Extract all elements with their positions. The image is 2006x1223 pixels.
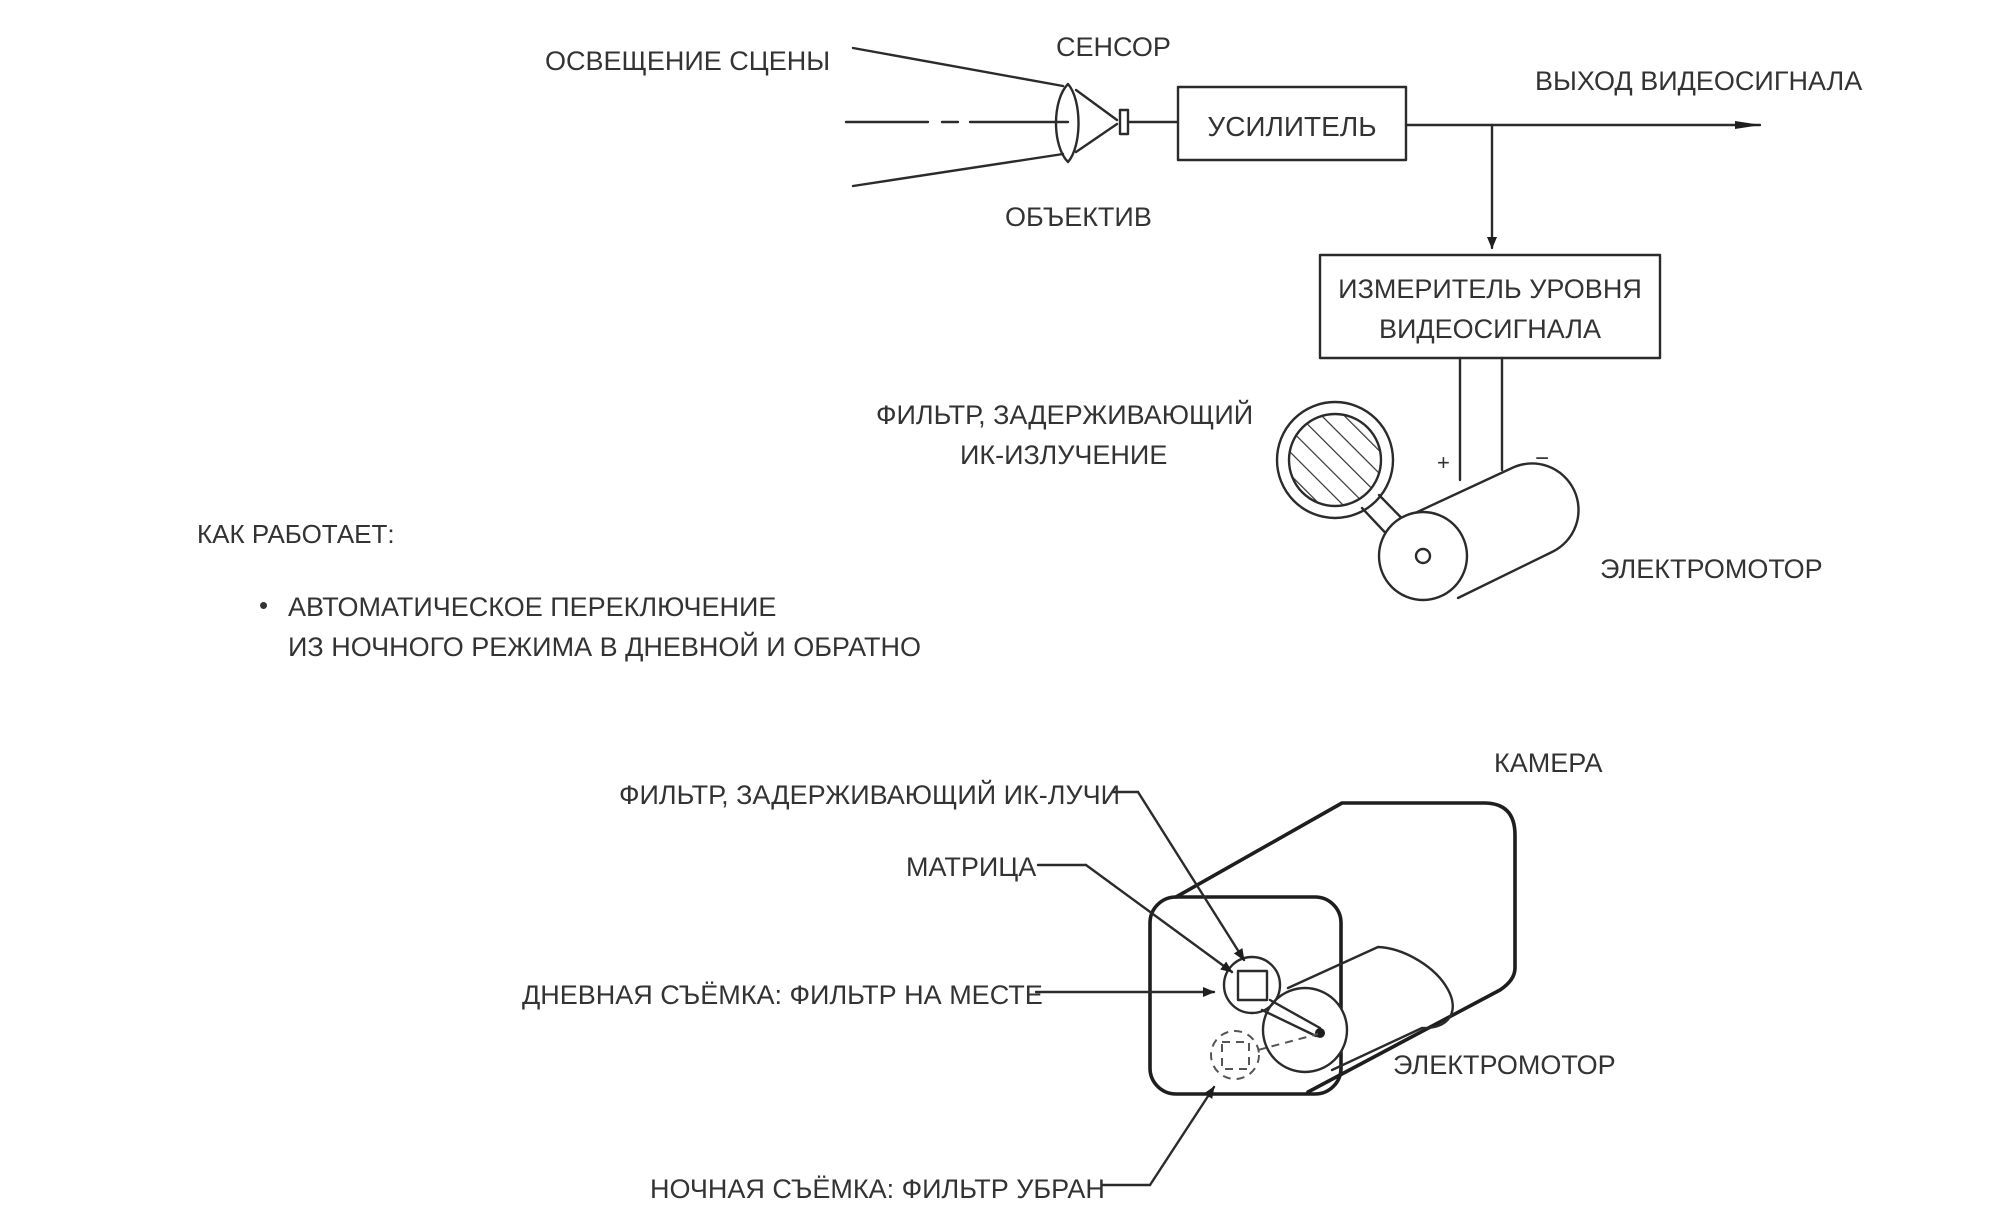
motor-cylinder-icon: [1377, 462, 1580, 602]
ir-filter-label-line2: ИК-ИЗЛУЧЕНИЕ: [960, 440, 1167, 470]
matrix-square-icon: [1236, 969, 1269, 1002]
amplifier-label: УСИЛИТЕЛЬ: [1207, 111, 1376, 142]
day-mode-label: ДНЕВНАЯ СЪЁМКА: ФИЛЬТР НА МЕСТЕ: [522, 980, 1043, 1010]
ir-filter-disc-icon: [1275, 400, 1395, 520]
light-path-group: [844, 46, 1180, 188]
matrix-label: МАТРИЦА: [906, 852, 1036, 882]
bullet-text-line2: ИЗ НОЧНОГО РЕЖИМА В ДНЕВНОЙ И ОБРАТНО: [288, 631, 921, 662]
camera-label: КАМЕРА: [1494, 748, 1602, 778]
light-ray-lower: [851, 152, 1065, 188]
sensor-label: СЕНСОР: [1056, 32, 1171, 62]
scene-illumination-label: ОСВЕЩЕНИЕ СЦЕНЫ: [545, 46, 830, 76]
amplifier-box: [1176, 85, 1408, 162]
lens-icon: [1054, 82, 1080, 164]
minus-sign: −: [1535, 445, 1549, 472]
level-meter-box: [1318, 253, 1662, 360]
ir-filter-label-line1: ФИЛЬТР, ЗАДЕРЖИВАЮЩИЙ: [876, 399, 1253, 430]
bullet-icon: •: [259, 590, 268, 620]
bullet-text-line1: АВТОМАТИЧЕСКОЕ ПЕРЕКЛЮЧЕНИЕ: [288, 592, 776, 622]
plus-sign: +: [1437, 450, 1450, 475]
night-mode-leader-arrow: [1148, 1085, 1216, 1187]
matrix-leader-arrow: [1084, 863, 1234, 974]
light-ray-upper: [851, 46, 1065, 88]
focus-ray-upper: [1074, 88, 1119, 122]
ir-cut-filter-label: ФИЛЬТР, ЗАДЕРЖИВАЮЩИЙ ИК-ЛУЧИ: [619, 779, 1120, 810]
ir-cut-leader-arrow: [1136, 790, 1246, 962]
motor-label-top: ЭЛЕКТРОМОТОР: [1600, 554, 1823, 584]
motor-label-bottom: ЭЛЕКТРОМОТОР: [1393, 1050, 1616, 1080]
night-mode-label: НОЧНАЯ СЪЁМКА: ФИЛЬТР УБРАН: [650, 1174, 1105, 1204]
lens-label: ОБЪЕКТИВ: [1005, 202, 1152, 232]
camera-body-icon: [1148, 801, 1517, 1096]
level-meter-label-line2: ВИДЕОСИГНАЛА: [1379, 314, 1601, 344]
how-it-works-heading: КАК РАБОТАЕТ:: [197, 519, 395, 549]
level-meter-label-line1: ИЗМЕРИТЕЛЬ УРОВНЯ: [1338, 274, 1642, 304]
video-output-label: ВЫХОД ВИДЕОСИГНАЛА: [1535, 66, 1862, 96]
focus-ray-lower: [1074, 122, 1119, 154]
